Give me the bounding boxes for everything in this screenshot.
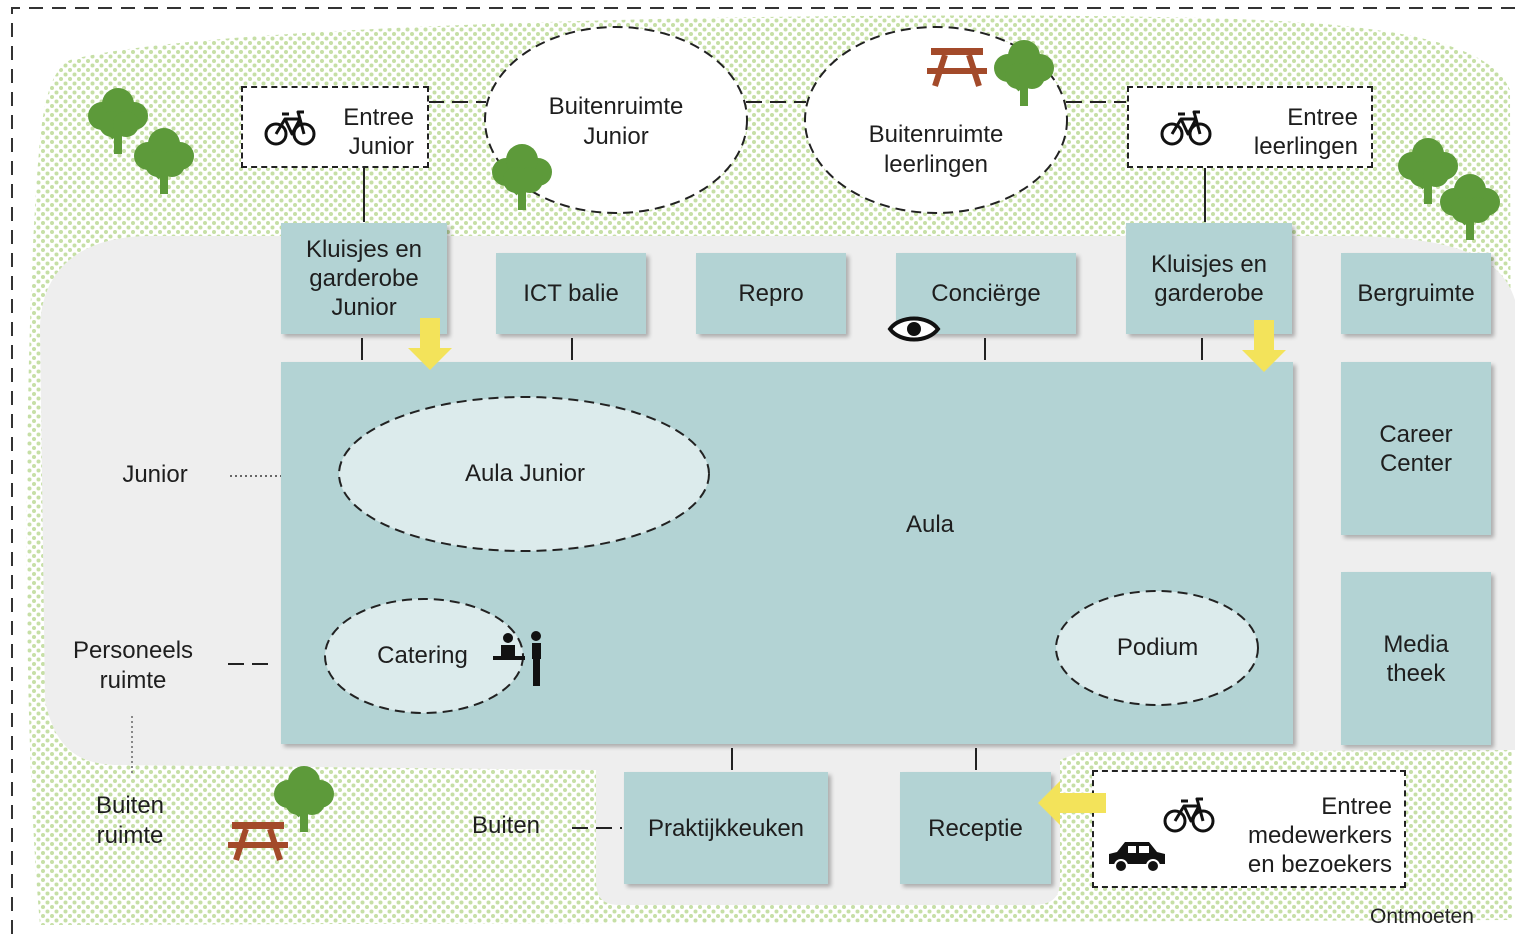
outdoor-paths [228, 101, 1126, 829]
aula-junior-label: Aula Junior [464, 460, 586, 487]
room-repro: Repro [696, 253, 846, 334]
room-kluisjes: Kluisjes en garderobe [1126, 223, 1292, 334]
personeels-ruimte-label: Personeels ruimte [72, 637, 194, 694]
entrance-medewerkers [1092, 770, 1406, 888]
site-boundary [11, 7, 1521, 934]
buiten-ruimte-label: Buiten ruimte [95, 792, 165, 849]
room-bergruimte: Bergruimte [1341, 253, 1491, 334]
room-kluisjes-junior: Kluisjes en garderobe Junior [281, 223, 447, 334]
buitenruimte-junior-label: Buitenruimte Junior [548, 93, 684, 150]
entrance-leerlingen-label: Entree leerlingen [1253, 104, 1358, 160]
zone-aula-junior [338, 396, 710, 552]
aula-label: Aula [905, 511, 955, 538]
catering-label: Catering [377, 642, 468, 669]
room-concierge: Conciërge [896, 253, 1076, 334]
room-career-center: Career Center [1341, 362, 1491, 535]
entrance-medewerkers-label: Entree medewerkers en bezoekers [1247, 793, 1392, 878]
room-mediatheek: Media theek [1341, 572, 1491, 745]
room-praktijkkeuken: Praktijkkeuken [624, 772, 828, 884]
connectors [361, 168, 1206, 770]
room-ict-balie: ICT balie [496, 253, 646, 334]
footer-label: Ontmoeten [1370, 905, 1474, 928]
junior-side-label: Junior [122, 461, 188, 488]
buitenruimte-leerlingen-label: Buitenruimte leerlingen [868, 121, 1004, 178]
entrance-junior-label: Entree Junior [343, 104, 414, 160]
room-receptie: Receptie [900, 772, 1051, 884]
podium-label: Podium [1116, 634, 1199, 661]
zone-podium [1055, 590, 1259, 706]
buiten-label: Buiten [471, 812, 541, 839]
